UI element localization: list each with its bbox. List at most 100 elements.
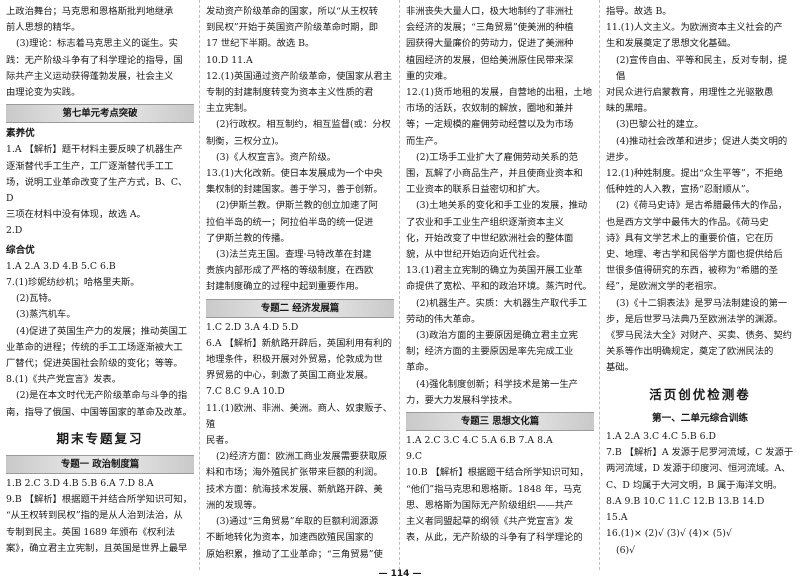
column-divider <box>399 0 400 570</box>
text-line: 昧的黑暗。 <box>606 103 653 115</box>
text-line: (3)理论：标志着马克思主义的诞生。实 <box>16 38 178 50</box>
text-line: “他们”指马克思和恩格斯。1848 年，马克 <box>406 483 582 495</box>
text-line: 三项在材料中没有体现，故选 A。 <box>6 209 146 221</box>
text-line: (3)政治方面的主要原因是确立君主立宪 <box>416 330 578 342</box>
text-line: 6.A 【解析】新航路开辟后，英国利用有利的 <box>206 337 392 349</box>
text-line: 不断地转化为资本，加速西欧殖民国家的 <box>206 532 374 544</box>
text-line: (2)工场手工业扩大了雇佣劳动关系的范 <box>416 151 578 163</box>
text-line: 1.A 2.C 3.C 4.C 5.A 6.B 7.A 8.A <box>406 435 553 447</box>
text-line: (2)经济方面：欧洲工商业发展需要获取原 <box>216 451 388 463</box>
text-line: 9.C <box>406 451 422 463</box>
text-line: 12.(1)货币地租的发展，自营地的出租，土地 <box>406 87 593 99</box>
text-line: 到民权”开始于英国资产阶级革命时期，即 <box>206 22 379 34</box>
text-line: 15.A <box>606 512 628 524</box>
text-line: 洲的发现等。 <box>206 499 262 511</box>
text-line: 7.(1)珍妮纺纱机；哈格里夫斯。 <box>6 277 140 289</box>
text-line: 制；经济方面的主要原因是率先完成工业 <box>406 346 574 358</box>
text-line: (4)促进了英国生产力的发展；推动英国工 <box>16 325 188 337</box>
text-line: 园获得大量廉价的劳动力，促进了美洲种 <box>406 38 574 50</box>
text-line: 表，从此，无产阶级的斗争有了科学理论的 <box>406 532 583 544</box>
text-line: 经”，是欧洲文学的老祖宗。 <box>606 281 723 293</box>
text-line: 逐渐替代手工生产，工厂逐渐替代手工工 <box>6 160 174 172</box>
column-divider <box>599 0 600 570</box>
text-line: 步，是后世罗马法典乃至欧洲法学的渊源。 <box>606 313 783 325</box>
unit-test-title: 第一、二单元综合训练 <box>652 412 748 424</box>
text-line: 力，要大力发展科学技术。 <box>406 394 518 406</box>
text-line: 际共产主义运动获得蓬勃发展，社会主义 <box>6 70 174 82</box>
text-line: 等；一定规模的雇佣劳动经营以及为市场 <box>406 119 574 131</box>
text-line: 诗》具有文学艺术上的重要价值，它在历 <box>606 232 774 244</box>
topic-title-bar: 专题一 政治制度篇 <box>6 455 194 475</box>
text-line: (6)√ <box>616 544 636 556</box>
text-line: 劳动的伟大革命。 <box>406 313 481 325</box>
text-line: (2)是在本文时代无产阶级革命与斗争的指 <box>16 390 188 402</box>
text-line: 非洲丧失大量人口，极大地制约了非洲社 <box>406 6 574 17</box>
text-line: 10.B 【解析】根据题干结合所学知识可知， <box>406 467 589 479</box>
text-line: 1.A 【解析】题干材料主要反映了机器生产 <box>6 144 183 156</box>
text-line: 场，说明工业革命改变了生产方式，B、C、D <box>6 176 188 205</box>
text-line: 生和发展奠定了思想文化基础。 <box>606 38 737 50</box>
final-review-title: 期末专题复习 <box>56 430 144 446</box>
column-3: 非洲丧失大量人口，极大地制约了非洲社 会经济的发展；“三角贸易”使美洲的种植 园… <box>406 4 594 547</box>
text-line: 发动资产阶级革命的国家，所以“从王权转 <box>206 6 379 17</box>
text-line: 由理论变为实践。 <box>6 87 81 99</box>
text-line: 命提供了宽松、平和的政治环境。蒸汽时代。 <box>406 281 592 293</box>
text-line: (3)土地关系的变化和手工业的发展，推动 <box>416 200 588 212</box>
text-line: 践：无产阶级斗争有了科学理论的指导，国 <box>6 54 183 66</box>
text-line: 民者。 <box>206 435 234 447</box>
text-line: 世很多值得研究的东西，被称为“希腊的圣 <box>606 265 779 277</box>
text-line: (2)《荷马史诗》是古希腊最伟大的作品， <box>616 200 788 212</box>
text-line: 11.(1)欧洲、非洲、美洲。商人、奴隶贩子、殖 <box>206 402 393 430</box>
text-line: 史、地理、考古学和民俗学方面也提供给后 <box>606 249 783 261</box>
text-line: (3)巴黎公社的建立。 <box>616 119 704 131</box>
text-line: 9.B 【解析】根据题干并结合所学知识可知， <box>6 494 193 506</box>
text-line: (3)《人权宣言》。资产阶级。 <box>216 151 337 163</box>
text-line: (3)蒸汽机车。 <box>16 309 76 321</box>
text-line: 工业资本的联系日益密切和扩大。 <box>406 184 546 196</box>
text-line: 地理条件，积极开展对外贸易，伦敦成为世 <box>206 354 383 366</box>
text-line: 8.A 9.B 10.C 11.C 12.B 13.B 14.D <box>606 495 765 507</box>
text-line: 了农业和手工业生产组织逐渐资本主义 <box>406 216 565 228</box>
text-line: 8.(1)《共产党宣言》发表。 <box>6 374 122 386</box>
text-line: 料和市场；海外殖民扩张带来巨额的利润。 <box>206 467 383 479</box>
text-line: (2)宣传自由、平等和民主，反对专制，提倡 <box>616 54 788 82</box>
text-line: 指导。故选 B。 <box>606 6 672 17</box>
text-line: 而生产。 <box>406 135 444 147</box>
text-line: 主立宪制。 <box>206 103 253 115</box>
text-line: 了伊斯兰教的传播。 <box>206 232 290 244</box>
text-line: (3)法兰克王国。查理·马特改革在封建 <box>216 249 372 261</box>
text-line: 《罗马民法大全》对财产、买卖、债务、契约 <box>606 330 792 342</box>
text-line: 上政治舞台；马克思和恩格斯批判地继承 <box>6 6 174 17</box>
text-line: 界贸易的中心，刺激了英国工商业发展。 <box>206 370 374 382</box>
text-line: 封建制度确立的过程中起到重要作用。 <box>206 281 365 293</box>
text-line: 进步。 <box>606 151 634 163</box>
text-line: 16.(1)× (2)√ (3)√ (4)× (5)√ <box>606 528 732 540</box>
text-line: 11.(1)人文主义。为欧洲资本主义社会的产 <box>606 22 783 34</box>
subsection-heading: 综合优 <box>6 244 35 256</box>
text-line: “从王权转到民权”指的是从人治到法治，从 <box>6 510 183 522</box>
text-line: 围，瓦解了小商品生产，并且使商业资本和 <box>406 168 583 180</box>
text-line: (2)机器生产。实质：大机器生产取代手工 <box>416 297 588 309</box>
text-line: 低种姓的人入教，宣扬“忍耐顺从”。 <box>606 184 755 196</box>
text-line: 7.C 8.C 9.A 10.D <box>206 386 285 398</box>
text-line: (2)伊斯兰教。伊斯兰教的创立加速了阿 <box>216 200 378 212</box>
text-line: 业革命的进程；传统的手工工场逐渐被大工 <box>6 341 183 353</box>
text-line: 拉伯半岛的统一；阿拉伯半岛的统一促进 <box>206 216 374 228</box>
text-line: (2)瓦特。 <box>16 293 58 305</box>
test-section-title: 活页创优检测卷 <box>649 386 751 402</box>
text-line: (3)《十二铜表法》是罗马法制建设的第一 <box>616 297 788 309</box>
text-line: 革命。 <box>406 362 434 374</box>
topic-title-bar: 专题三 思想文化篇 <box>406 412 594 432</box>
column-divider <box>199 0 200 570</box>
text-line: C、D 均属于大河文明，B 属于海洋文明。 <box>606 479 783 491</box>
text-line: 会经济的发展；“三角贸易”使美洲的种植 <box>406 22 574 34</box>
text-line: 化，开始改变了中世纪欧洲社会的整体面 <box>406 232 574 244</box>
text-line: 貌，从中世纪开始迈向近代社会。 <box>406 249 546 261</box>
text-line: 也是西方文学中最伟大的作品。《荷马史 <box>606 216 769 228</box>
column-1: 上政治舞台；马克思和恩格斯批判地继承 前人思想的精华。 (3)理论：标志着马克思… <box>6 4 194 557</box>
text-line: 专制到民主。英国 1689 年颁布《权利法 <box>6 526 176 538</box>
text-line: 技术方面：航海技术发展、新航路开辟、美 <box>206 483 383 495</box>
text-line: 13.(1)君主立宪制的确立为英国开展工业革 <box>406 265 583 277</box>
column-4: 指导。故选 B。 11.(1)人文主义。为欧洲资本主义社会的产 生和发展奠定了思… <box>606 4 794 559</box>
text-line: (3)通过“三角贸易”牟取的巨额利润源源 <box>216 516 379 528</box>
